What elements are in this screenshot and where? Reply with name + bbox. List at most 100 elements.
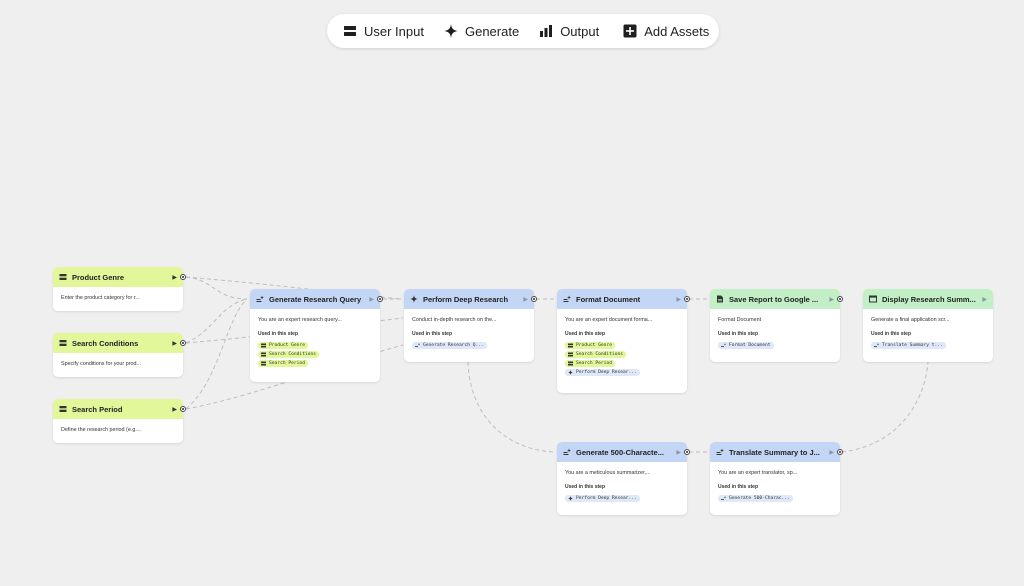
- node-body: Conduct in-depth research on the... Used…: [404, 309, 534, 357]
- output-port[interactable]: [684, 449, 690, 455]
- run-step-icon[interactable]: ▶: [172, 340, 177, 347]
- add-assets-label: Add Assets: [644, 23, 710, 39]
- node-body: You are an expert translator, sp... Used…: [710, 462, 840, 510]
- edge-translate-display: [841, 361, 929, 453]
- sparkle-icon: [568, 370, 573, 375]
- text-sparkle-icon: [721, 496, 726, 500]
- node-body: You are a meticulous summarizer,... Used…: [557, 462, 687, 510]
- node-search-period[interactable]: Search Period ▶ Define the research peri…: [53, 399, 186, 443]
- input-chip: Search Conditions: [258, 351, 320, 358]
- node-description: Enter the product category for r...: [61, 295, 140, 301]
- input-chip: Product Genre: [565, 342, 615, 349]
- node-toolbar: User Input Generate Output Add Assets: [327, 14, 719, 48]
- node-body: Enter the product category for r...: [53, 287, 183, 307]
- run-step-icon[interactable]: ▶: [676, 449, 681, 456]
- text-sparkle-icon: [721, 343, 726, 347]
- output-port[interactable]: [837, 449, 843, 455]
- node-body: Define the research period (e.g....: [53, 419, 183, 439]
- run-step-icon[interactable]: ▶: [369, 296, 374, 303]
- output-port[interactable]: [180, 340, 186, 346]
- node-save-report[interactable]: Save Report to Google ... ▶ Format Docum…: [710, 289, 843, 362]
- node-description: Format Document: [718, 317, 762, 323]
- output-button[interactable]: Output: [539, 14, 599, 48]
- node-generate-research-query[interactable]: Generate Research Query ▶ You are an exp…: [250, 289, 383, 382]
- used-in-step-label: Used in this step: [412, 331, 453, 337]
- run-step-icon[interactable]: ▶: [829, 296, 834, 303]
- node-title: Translate Summary to J...: [729, 447, 820, 457]
- input-chip: Search Conditions: [565, 351, 627, 358]
- text-sparkle-icon: [874, 343, 879, 347]
- node-description: You are an expert translator, sp...: [718, 470, 798, 476]
- run-step-icon[interactable]: ▶: [676, 296, 681, 303]
- generate-button[interactable]: Generate: [443, 14, 519, 48]
- user-input-label: User Input: [364, 23, 424, 39]
- input-lines-icon: [59, 406, 67, 412]
- node-description: You are an expert document forma...: [565, 317, 653, 323]
- node-body: You are an expert research query... Used…: [250, 309, 380, 375]
- step-chip: Translate Summary t...: [871, 342, 946, 349]
- node-header: Generate 500-Characte... ▶: [557, 442, 687, 462]
- output-port[interactable]: [180, 406, 186, 412]
- node-title: Display Research Summ...: [882, 294, 976, 304]
- node-header: Save Report to Google ... ▶: [710, 289, 840, 309]
- used-in-step-label: Used in this step: [565, 484, 606, 490]
- chip-list: Format Document: [718, 342, 832, 351]
- node-display-research-summary[interactable]: Display Research Summ... ▶ Generate a fi…: [863, 289, 993, 362]
- text-sparkle-icon: [563, 448, 571, 455]
- node-body: Specify conditions for your prod...: [53, 353, 183, 373]
- chip-list: Product Genre Search Conditions Search P…: [258, 342, 372, 369]
- input-lines-icon: [261, 352, 266, 357]
- run-step-icon[interactable]: ▶: [172, 406, 177, 413]
- node-header: Search Period ▶: [53, 399, 183, 419]
- node-body: You are an expert document forma... Used…: [557, 309, 687, 384]
- output-port[interactable]: [377, 296, 383, 302]
- text-sparkle-icon: [716, 448, 724, 455]
- node-header: Format Document ▶: [557, 289, 687, 309]
- run-step-icon[interactable]: ▶: [523, 296, 528, 303]
- chip-list: Perform Deep Resear...: [565, 495, 679, 504]
- node-header: Product Genre ▶: [53, 267, 183, 287]
- node-search-conditions[interactable]: Search Conditions ▶ Specify conditions f…: [53, 333, 186, 377]
- node-translate-summary[interactable]: Translate Summary to J... ▶ You are an e…: [710, 442, 843, 515]
- node-header: Generate Research Query ▶: [250, 289, 380, 309]
- bar-chart-icon: [540, 25, 553, 37]
- output-port[interactable]: [531, 296, 537, 302]
- node-product-genre[interactable]: Product Genre ▶ Enter the product catego…: [53, 267, 186, 311]
- input-lines-icon: [261, 361, 266, 366]
- used-in-step-label: Used in this step: [718, 484, 759, 490]
- input-lines-icon: [59, 340, 67, 346]
- output-port[interactable]: [180, 274, 186, 280]
- node-description: Generate a final application scr...: [871, 317, 950, 323]
- document-icon: [717, 295, 723, 303]
- node-description: Specify conditions for your prod...: [61, 361, 142, 367]
- input-chip: Search Period: [565, 360, 615, 367]
- chip-list: Product Genre Search Conditions Search P…: [565, 342, 679, 378]
- step-chip: Generate Research Q...: [412, 342, 487, 349]
- node-body: Generate a final application scr... Used…: [863, 309, 993, 357]
- node-generate-500-character-summary[interactable]: Generate 500-Characte... ▶ You are a met…: [557, 442, 690, 515]
- node-description: Define the research period (e.g....: [61, 427, 142, 433]
- edge-conditions-query: [185, 298, 248, 344]
- node-title: Generate 500-Characte...: [576, 447, 664, 457]
- node-format-document[interactable]: Format Document ▶ You are an expert docu…: [557, 289, 690, 393]
- output-label: Output: [560, 23, 600, 39]
- user-input-button[interactable]: User Input: [343, 14, 424, 48]
- output-port[interactable]: [684, 296, 690, 302]
- step-chip: Perform Deep Resear...: [565, 369, 640, 376]
- node-title: Save Report to Google ...: [729, 294, 819, 304]
- input-chip: Product Genre: [258, 342, 308, 349]
- run-step-icon[interactable]: ▶: [982, 296, 987, 303]
- chip-list: Generate 500-Charac...: [718, 495, 832, 504]
- node-description: You are an expert research query...: [258, 317, 342, 323]
- node-description: You are a meticulous summarizer,...: [565, 470, 651, 476]
- text-sparkle-icon: [256, 295, 264, 302]
- add-assets-button[interactable]: Add Assets: [623, 14, 709, 48]
- output-port[interactable]: [837, 296, 843, 302]
- sparkle-icon: [443, 24, 458, 38]
- run-step-icon[interactable]: ▶: [829, 449, 834, 456]
- text-sparkle-icon: [563, 295, 571, 302]
- run-step-icon[interactable]: ▶: [172, 274, 177, 281]
- web-window-icon: [869, 295, 877, 303]
- input-lines-icon: [59, 274, 67, 280]
- node-perform-deep-research[interactable]: Perform Deep Research ▶ Conduct in-depth…: [404, 289, 537, 362]
